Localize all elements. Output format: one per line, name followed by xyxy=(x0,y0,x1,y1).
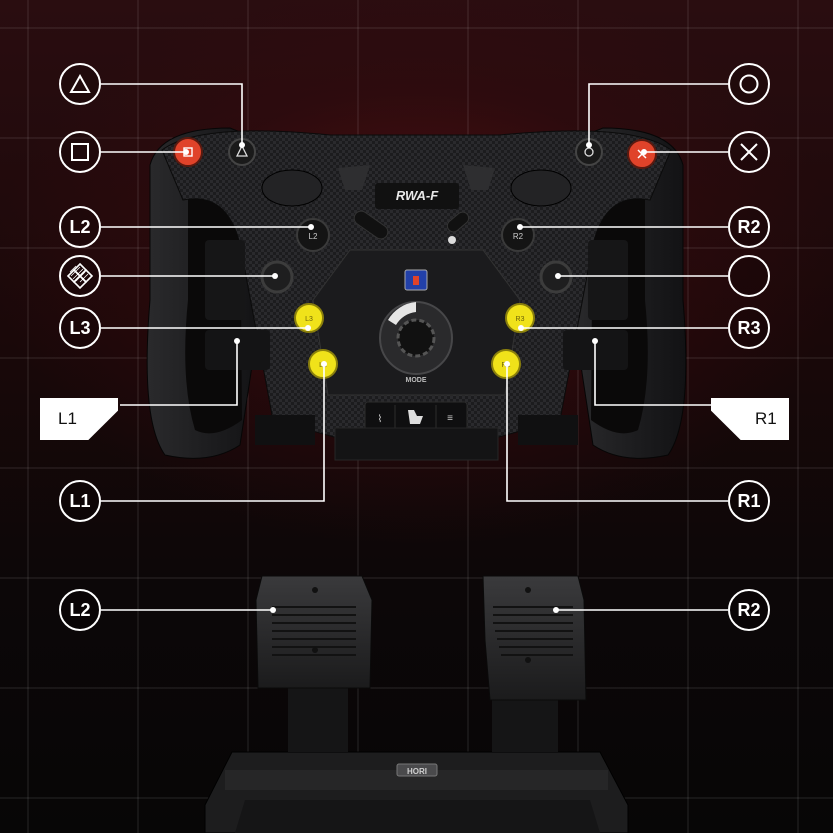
ps-icon xyxy=(408,410,423,424)
r2-wheel-callout-label: R2 xyxy=(737,216,761,237)
square-icon xyxy=(71,143,89,161)
leader-dots xyxy=(183,142,647,613)
r3-button xyxy=(505,303,535,333)
circle-icon xyxy=(739,74,759,94)
cross-callout xyxy=(728,131,770,173)
l2-wheel-callout: L2 xyxy=(59,206,101,248)
r2-pedal-callout-label: R2 xyxy=(737,599,761,620)
r3-callout-label: R3 xyxy=(737,317,761,338)
l3-button-label: L3 xyxy=(305,316,313,323)
wheel-logo: RWA-F xyxy=(396,188,439,203)
r1-button-callout-label: R1 xyxy=(737,490,761,511)
l2-pedal-callout-label: L2 xyxy=(69,599,91,620)
square-callout xyxy=(59,131,101,173)
l3-button xyxy=(294,303,324,333)
l1-button-callout-label: L1 xyxy=(69,490,91,511)
triangle-icon xyxy=(69,74,91,93)
share-icon: ⌇ xyxy=(378,414,383,425)
cross-icon xyxy=(740,143,758,161)
brand-badge xyxy=(396,763,438,777)
l3-callout: L3 xyxy=(59,307,101,349)
r2-wheel-callout: R2 xyxy=(728,206,770,248)
pedal-set: HORI xyxy=(204,575,629,833)
dpad-icon xyxy=(66,262,94,290)
r2-button-label: R2 xyxy=(513,232,524,241)
r3-callout: R3 xyxy=(728,307,770,349)
empty-callout xyxy=(728,255,770,297)
r1-button-callout: R1 xyxy=(728,480,770,522)
l2-pedal-callout: L2 xyxy=(59,589,101,631)
options-icon: ≡ xyxy=(447,413,453,424)
l2-wheel-callout-label: L2 xyxy=(69,216,91,237)
brand-label: HORI xyxy=(407,767,427,776)
leader-lines xyxy=(101,83,728,611)
dpad-callout xyxy=(59,255,101,297)
l1-button-callout: L1 xyxy=(59,480,101,522)
l2-button-label: L2 xyxy=(309,232,318,241)
r3-button-label: R3 xyxy=(516,316,525,323)
l3-callout-label: L3 xyxy=(69,317,91,338)
r2-pedal-callout: R2 xyxy=(728,589,770,631)
steering-wheel: RWA-F L2 R2 L3 R3 xyxy=(146,127,687,461)
r1-paddle-tag-label: R1 xyxy=(755,409,777,428)
circle-callout xyxy=(728,63,770,105)
l1-paddle-tag-label: L1 xyxy=(58,409,77,428)
triangle-callout xyxy=(59,63,101,105)
mode-label: MODE xyxy=(406,377,427,384)
